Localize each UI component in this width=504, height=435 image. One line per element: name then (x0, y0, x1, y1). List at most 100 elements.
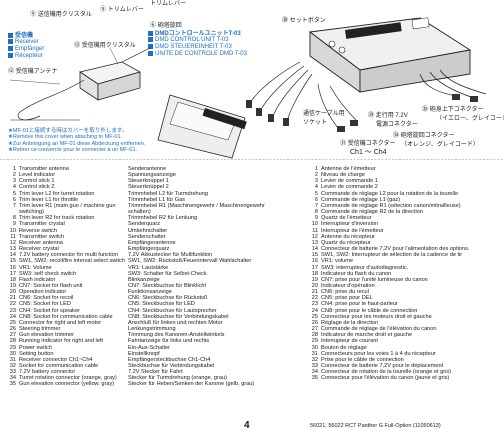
label-text: セットボタン (289, 18, 326, 24)
list-item-text: CN6: Steckbuchse für Rückstoß (128, 295, 208, 302)
list-item-text: Levier de commande 2 (321, 184, 378, 191)
list-item-number: 3 (314, 178, 318, 185)
list-item-number: 2 (314, 172, 318, 179)
list-item-number: 27 (311, 326, 318, 333)
list-item-text: Fahrtanzeige für links und rechts (128, 338, 210, 345)
list-item-text: Control stick 2 (19, 184, 55, 191)
list-item-text: CN5: Socket for LED (19, 301, 71, 308)
list-item-number: 20 (311, 282, 318, 289)
list-item: Senderquarz (128, 221, 304, 227)
list-item-text: CN7: Socket for flash unit (19, 282, 83, 289)
label-text: 砲塔旋回コネクター (400, 133, 455, 139)
list-item-number: 17 (9, 270, 16, 277)
list-item-text: Trim lever R2 for track rotation (19, 215, 95, 222)
list-item-number: 4 (12, 184, 16, 191)
list-item-text: Commande de réglage R1 (sélection canon/… (321, 202, 461, 209)
dmd-line: UNITE DE CONTROLE DMD T-03 (148, 51, 247, 58)
list-item-text: Trimmhebel R1 (Maschinengewehr / Maschin… (128, 202, 265, 209)
list-item-text: Steering trimmer (19, 326, 61, 333)
label-number: ⑤ (100, 7, 107, 13)
list-item-number: 26 (311, 319, 318, 326)
label-text: 電源コネクター (376, 122, 418, 128)
list-item-number: 35 (311, 375, 318, 382)
list-item: Fahrtanzeige für links und rechts (128, 338, 304, 344)
cover-notes: ★MF-01と接続する時はカバーを取り外します。 ★Remove this co… (8, 128, 145, 153)
label-number: ㉛ (340, 141, 347, 147)
list-item-text: VR1: Volume (19, 264, 52, 271)
list-item-text: Empfängerantenne (128, 239, 176, 246)
list-item: Blinkanzeige (128, 277, 304, 283)
label-turret-rotation: ⑥ 砲塔旋回 (150, 20, 182, 29)
list-item-text: Gun elevation connector (yellow, gray) (19, 381, 115, 388)
receiver-label-block: 受信機 Receiver Empfänger Récepteur (8, 30, 44, 60)
list-item: Umkehrschalter (128, 228, 304, 234)
list-item-text: Levier de commande 1 (321, 178, 378, 185)
label-receiver-antenna: ⑫ 受信機アンテナ (8, 66, 57, 75)
list-item-number: 20 (9, 289, 16, 296)
list-item: schalten) (128, 209, 304, 215)
list-item-number: 21 (9, 295, 16, 302)
list-item-number: 10 (9, 227, 16, 234)
list-item-number: 24 (9, 313, 16, 320)
list-item: Stecker für Heben/Senken der Kanone (gel… (128, 381, 304, 387)
list-item: CN6: Steckbuchse für Rückstoß (128, 295, 304, 301)
list-item-text: switching) (19, 209, 44, 216)
label-number: ㉚ (282, 18, 289, 24)
label-text: ソケット (303, 120, 328, 126)
dmd-line-text: DMD CONTROL UNIT T-03 (155, 37, 229, 44)
square-bullet-icon (148, 44, 153, 50)
list-item-text: SW3: Schalter für Selbst-Check (128, 270, 207, 277)
list-item-number: 3 (12, 178, 16, 185)
list-item-text: Setting button (19, 350, 54, 357)
dmd-line: DMD CONTROL UNIT T-03 (148, 37, 247, 44)
label-number: ⑫ (8, 69, 15, 75)
label-cable-socket: 通信ケーブル用 ソケット (303, 108, 345, 126)
list-item: Empfängerquarz (128, 246, 304, 252)
label-number: ㉙ (368, 113, 375, 119)
list-item: 7.2V Stecker für Fahrt (128, 369, 304, 375)
list-item: Trimmhebel L2 für Turmdrehung (128, 191, 304, 197)
label-text: 受信機コネクター (347, 141, 396, 147)
list-item-number: 31 (311, 350, 318, 357)
note-line: ★MF-01と接続する時はカバーを取り外します。 (8, 128, 128, 134)
list-item-number: 10 (311, 221, 318, 228)
dmd-label-block: DMDコントロールユニットT-03 DMD CONTROL UNIT T-03 … (148, 28, 247, 58)
list-item-number: 8 (314, 209, 318, 216)
list-item-text: Trimmhebel L1 für Gas (128, 196, 185, 203)
dmd-unit-drawing (308, 17, 472, 93)
list-item-text: CN4: Socket for speaker (19, 307, 80, 314)
list-item-number: 13 (311, 239, 318, 246)
square-bullet-icon (8, 32, 13, 38)
list-item: Steuerknüppel 1 (128, 178, 304, 184)
note-line: ★Zur Anbringung an MF-01 diese Abdeckung… (8, 140, 146, 147)
list-item-number: 25 (9, 319, 16, 326)
list-item-number: 22 (311, 295, 318, 302)
list-item-number: 1 (12, 166, 16, 172)
list-item: Senderschalter (128, 234, 304, 240)
list-item-text: CN6: Socket for recoil (19, 295, 74, 302)
dmd-line: DMD STEUEREINHEIT T-03 (148, 44, 247, 51)
list-item-number: 28 (311, 332, 318, 339)
list-item-text: Senderantenne (128, 166, 167, 172)
list-item: Empfängersteckbuchse Ch1-Ch4 (128, 357, 304, 363)
list-item-text: Bouton de réglage (321, 344, 367, 351)
